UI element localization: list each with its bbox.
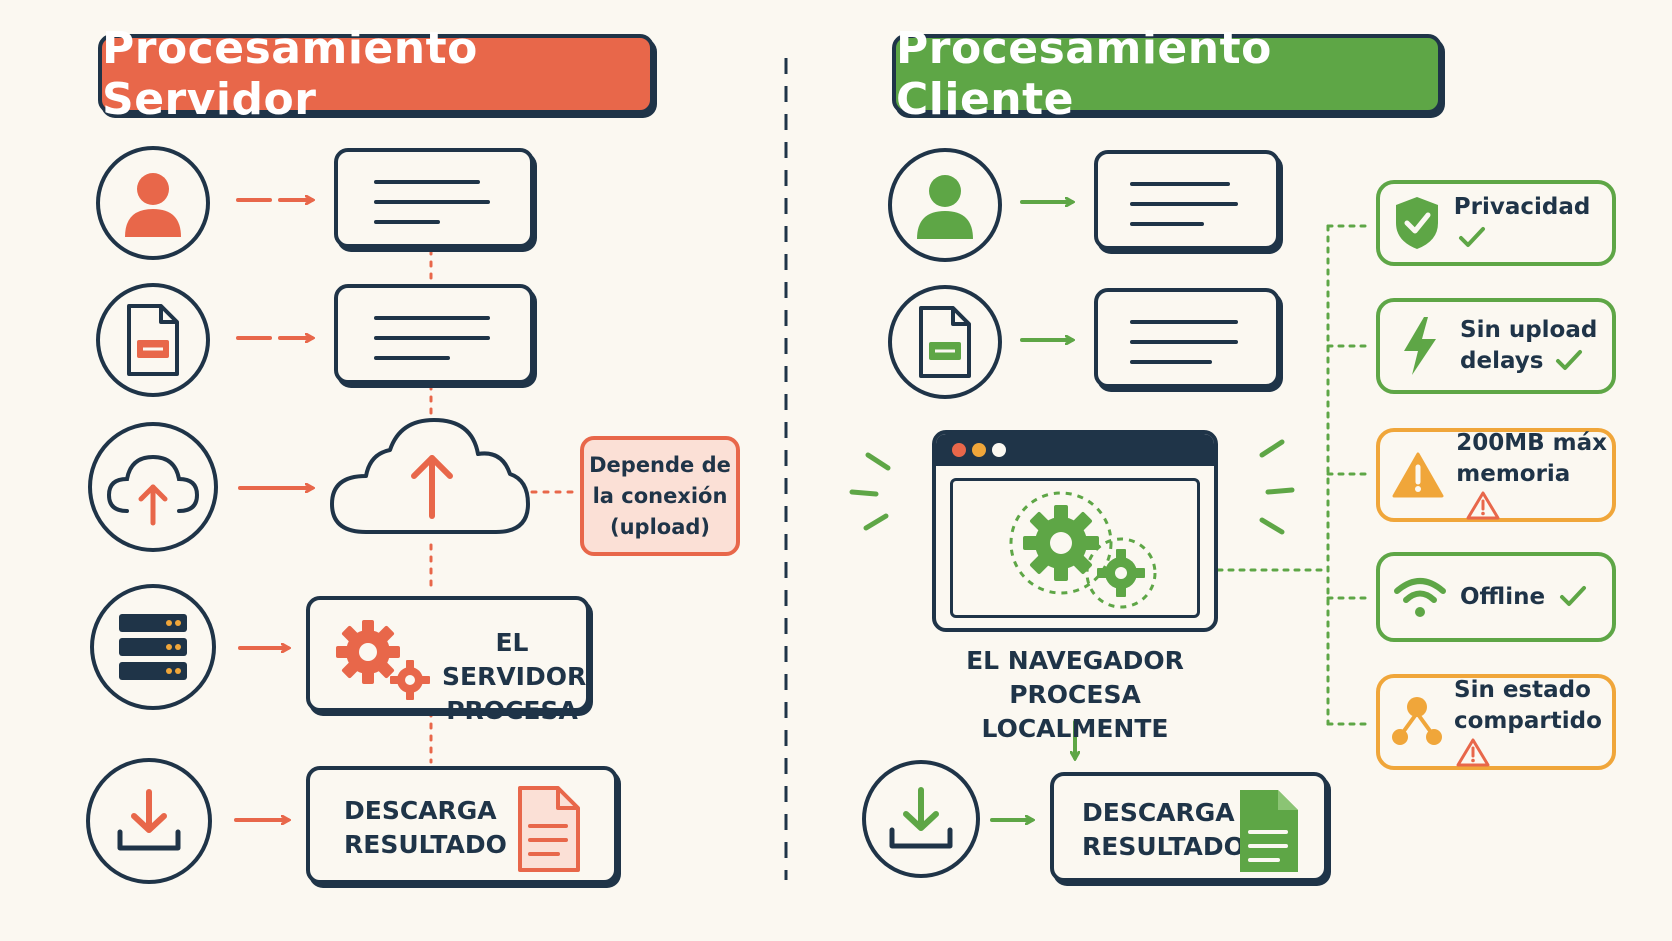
feature-no-shared-state: Sin estado compartido [1376,674,1616,770]
browser-viewport [950,478,1200,618]
server-form-box-2 [334,284,534,384]
sparkle-right [1259,439,1295,535]
feature-offline-label: Offline [1460,582,1587,613]
browser-titlebar [936,434,1214,466]
feature-memory-limit: 200MB máx memoria [1376,428,1616,522]
file-icon [127,304,179,376]
user-icon [917,175,973,239]
server-file-circle [96,283,210,397]
result-document-icon [518,786,580,872]
wifi-icon [1394,578,1446,617]
server-process-box: El servidor procesa [306,596,590,725]
text-lines-icon [1130,320,1238,364]
gears-icon [1009,491,1157,609]
checkmark-icon [1458,227,1485,247]
server-process-label: El servidor procesa [442,628,587,725]
warning-outline-icon [1456,738,1490,766]
server-result-box: Descarga resultado [306,766,618,884]
feature-delays-label: delays [1460,346,1597,377]
server-rack-circle [90,584,216,710]
lightning-icon [1404,317,1436,375]
sparkle-left [849,452,891,531]
browser-process-label: El navegador procesa localmente [966,646,1184,743]
server-cloud-circle [88,422,218,552]
window-dot-white [992,443,1006,457]
text-lines-icon [374,316,490,360]
cloud-shape [326,414,532,540]
client-form-box-1 [1094,150,1280,250]
client-result-label: Descarga resultado [1082,798,1245,861]
cloud-upload-icon [330,418,530,534]
server-user-circle [96,146,210,260]
server-title: Procesamiento Servidor [98,23,654,125]
result-document-icon [1240,790,1298,872]
user-icon [125,173,181,237]
server-result-label: Descarga resultado [344,796,507,859]
feature-shared-state-label: compartido [1454,706,1612,770]
warning-icon [1392,452,1444,498]
feature-privacy: Privacidad [1376,180,1616,266]
server-icon [119,614,187,680]
cloud-upload-icon [106,454,200,526]
warning-outline-icon [1466,491,1500,519]
client-file-circle [888,285,1002,399]
download-icon [117,789,181,851]
text-lines-icon [1130,182,1238,226]
feature-no-upload-delays: Sin upload delays [1376,298,1616,394]
client-download-circle [862,760,980,878]
server-download-circle [86,758,212,884]
client-user-circle [888,148,1002,262]
gears-icon [336,620,430,700]
download-icon [889,787,953,849]
client-title: Procesamiento Cliente [892,23,1442,125]
shield-check-icon [1395,197,1438,249]
feature-privacy-label: Privacidad [1454,192,1612,254]
client-result-box: Descarga resultado [1050,772,1328,882]
window-dot-red [952,443,966,457]
window-dot-yellow [972,443,986,457]
file-icon [919,306,971,378]
text-lines-icon [374,180,490,224]
feature-offline: Offline [1376,552,1616,642]
feature-memory-label: memoria [1456,459,1612,523]
checkmark-icon [1560,585,1587,606]
checkmark-icon [1556,350,1583,370]
server-form-box-1 [334,148,534,248]
browser-window [932,430,1218,632]
network-icon [1392,697,1442,745]
connection-dependency-note: Depende de la conexión (upload) [580,436,740,556]
client-form-box-2 [1094,288,1280,388]
